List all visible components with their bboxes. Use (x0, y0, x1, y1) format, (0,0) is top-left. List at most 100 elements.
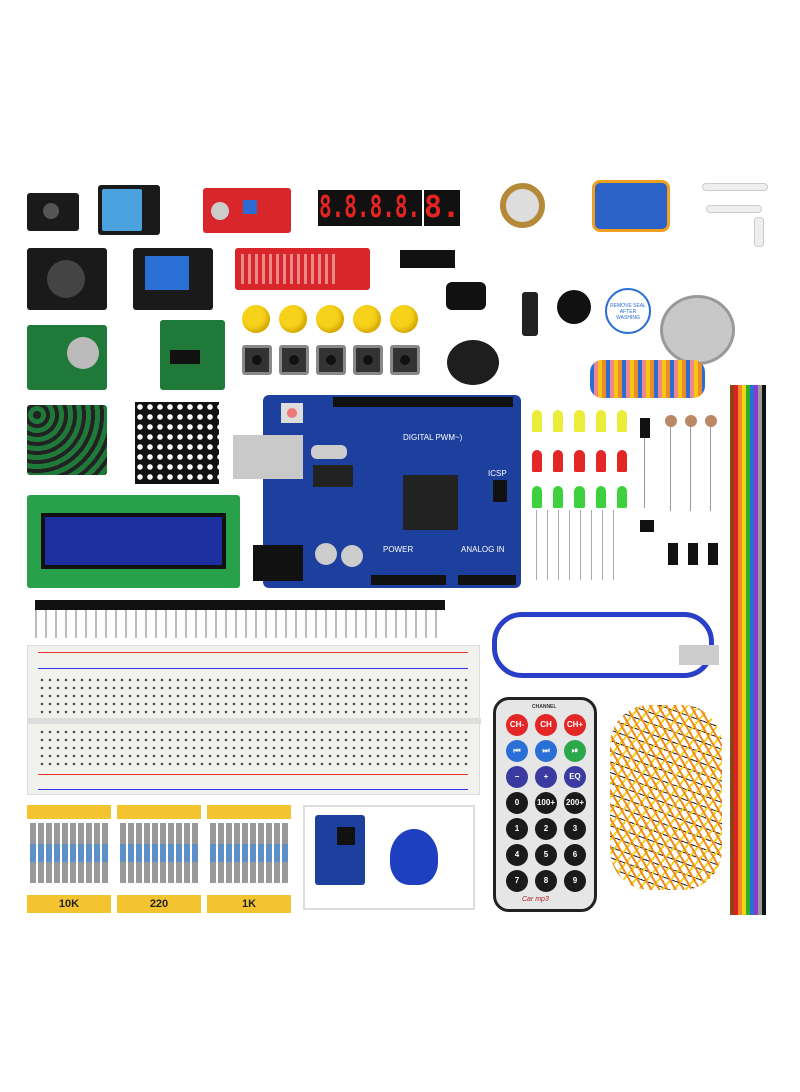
remote-button: CH+ (564, 714, 586, 736)
resistor (282, 823, 288, 883)
buzzer-seal-label: REMOVE SEAL AFTER WASHING (605, 288, 651, 334)
analog-label: ANALOG IN (461, 545, 505, 554)
resistor (184, 823, 190, 883)
remote-button: 100+ (535, 792, 557, 814)
remote-button: − (506, 766, 528, 788)
resistor-packs: 10K 220 1K (27, 805, 292, 913)
jumper-wires (610, 705, 722, 890)
usb-cable (492, 612, 719, 678)
remote-button: 7 (506, 870, 528, 892)
resistor (226, 823, 232, 883)
rfid-key-fob (390, 829, 438, 885)
breadboard (27, 645, 481, 795)
transistors (668, 543, 720, 565)
remote-button: 4 (506, 844, 528, 866)
joystick-cap (447, 340, 499, 385)
stepper-wires (590, 360, 705, 398)
display-digits: 8.8.8.8. (319, 190, 421, 225)
dc-barrel-jack (253, 545, 303, 581)
resistor (62, 823, 68, 883)
arduino-uno-board: DIGITAL PWM~) POWER ANALOG IN ICSP (233, 395, 521, 588)
crystal (311, 445, 347, 459)
dht11-sensor (98, 185, 160, 235)
resistor (266, 823, 272, 883)
analog-header (458, 575, 516, 585)
shift-register-ic (400, 250, 455, 268)
resistor-value-label: 10K (27, 895, 111, 913)
channel-label: CHANNEL (532, 704, 557, 710)
resistor (94, 823, 100, 883)
photoresistors (665, 415, 720, 511)
digital-label: DIGITAL PWM~) (403, 433, 463, 442)
icsp-label: ICSP (488, 469, 507, 478)
resistor (102, 823, 108, 883)
buzzer (557, 290, 591, 324)
remote-button: ⏮ (506, 740, 528, 762)
ir-receiver (640, 520, 654, 532)
resistor (128, 823, 134, 883)
capacitor (315, 543, 337, 565)
remote-button: 9 (564, 870, 586, 892)
resistor (86, 823, 92, 883)
resistor (274, 823, 280, 883)
single-digit-display: 8. (424, 190, 461, 226)
usb-serial-chip (313, 465, 353, 487)
resistor (54, 823, 60, 883)
remote-button: 1 (506, 818, 528, 840)
resistor-tape (207, 805, 291, 819)
led-dot-matrix (135, 402, 219, 484)
stepper-driver-board (160, 320, 225, 390)
potentiometer (500, 183, 545, 228)
remote-button: 5 (535, 844, 557, 866)
resistor (38, 823, 44, 883)
remote-brand: Car mp3 (522, 896, 549, 903)
flame-sensor-module (27, 193, 79, 231)
pin-headers (35, 600, 445, 640)
power-label: POWER (383, 545, 414, 554)
remote-button: 3 (564, 818, 586, 840)
rfid-card (303, 805, 475, 910)
resistor (168, 823, 174, 883)
atmega-chip (403, 475, 458, 530)
digital-header (333, 397, 513, 407)
water-level-sensor (235, 248, 370, 290)
resistor (120, 823, 126, 883)
sound-sensor-module (203, 188, 291, 233)
resistor (30, 823, 36, 883)
keypad-module (27, 405, 107, 475)
battery-clip (446, 282, 486, 310)
button-caps (242, 305, 422, 335)
resistor (46, 823, 52, 883)
remote-button: 0 (506, 792, 528, 814)
servo-motor (592, 180, 670, 232)
resistor (70, 823, 76, 883)
resistor-tape (117, 805, 201, 819)
rtc-module (27, 325, 107, 390)
remote-button: 8 (535, 870, 557, 892)
resistor (136, 823, 142, 883)
resistor (258, 823, 264, 883)
four-digit-display: 8.8.8.8. (318, 190, 422, 226)
resistor-tape (27, 805, 111, 819)
lcd-1602 (27, 495, 240, 588)
jumper-ribbon-cable (730, 385, 766, 915)
resistor (192, 823, 198, 883)
resistor-value-label: 1K (207, 895, 291, 913)
resistor (160, 823, 166, 883)
remote-button: CH (535, 714, 557, 736)
led-set (532, 410, 628, 582)
capacitor (341, 545, 363, 567)
power-header (371, 575, 446, 585)
remote-button: 2 (535, 818, 557, 840)
resistor-value-label: 220 (117, 895, 201, 913)
resistor (78, 823, 84, 883)
remote-button: ⏭ (535, 740, 557, 762)
resistor (218, 823, 224, 883)
remote-button: CH- (506, 714, 528, 736)
remote-button: + (535, 766, 557, 788)
remote-button: 200+ (564, 792, 586, 814)
resistor (234, 823, 240, 883)
joystick-module (27, 248, 107, 310)
